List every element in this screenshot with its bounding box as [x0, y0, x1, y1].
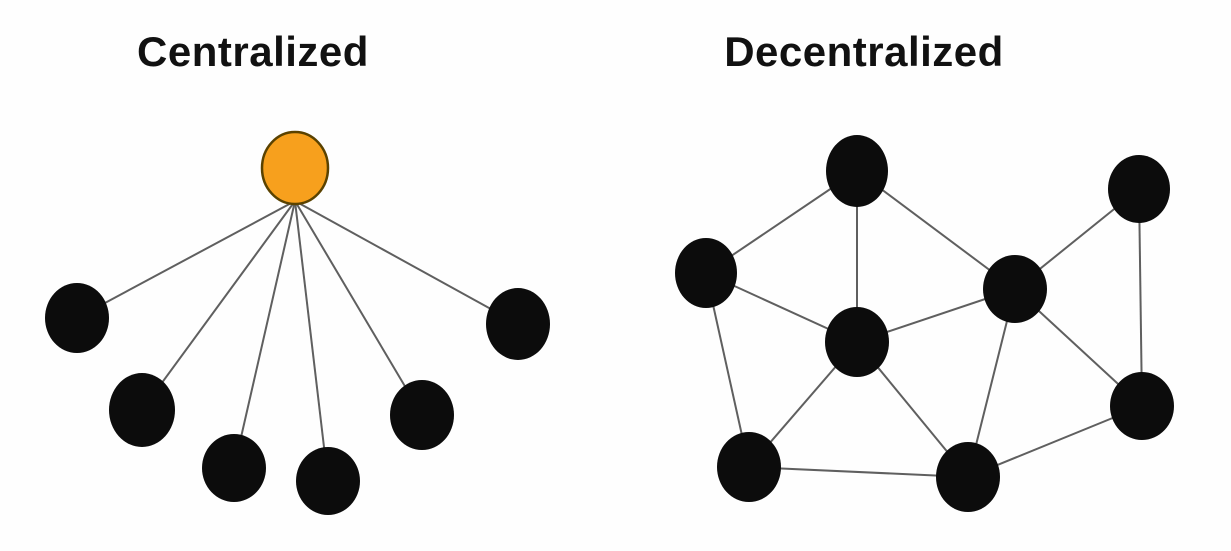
centralized-node-c5	[390, 380, 454, 450]
decentralized-title: Decentralized	[724, 28, 1004, 75]
centralized-node-c4	[296, 447, 360, 515]
centralized-hub-node	[260, 130, 330, 206]
centralized-node-c2	[109, 373, 175, 447]
centralized-edge-tip-c3	[233, 200, 296, 469]
centralized-edge-tip-c4	[294, 200, 329, 482]
decentralized-node-E	[825, 307, 889, 377]
decentralized-node-F	[717, 432, 781, 502]
centralized-node-c3	[202, 434, 266, 502]
centralized-node-c1	[45, 283, 109, 353]
decentralized-node-C	[675, 238, 737, 308]
centralized-title: Centralized	[137, 28, 369, 75]
centralized-edge-tip-c6	[294, 200, 519, 325]
decentralized-node-B	[1108, 155, 1170, 223]
decentralized-edge-A-D	[856, 170, 1016, 290]
decentralized-edge-B-H	[1138, 188, 1143, 407]
centralized-edge-tip-c5	[294, 200, 423, 416]
decentralized-node-G	[936, 442, 1000, 512]
centralized-edge-tip-c2	[141, 200, 296, 411]
decentralized-node-D	[983, 255, 1047, 323]
decentralized-edge-F-G	[748, 466, 969, 478]
decentralized-node-H	[1110, 372, 1174, 440]
centralized-node-c6	[486, 288, 550, 360]
centralized-edge-tip-c1	[76, 200, 296, 319]
decentralized-node-A	[826, 135, 888, 207]
